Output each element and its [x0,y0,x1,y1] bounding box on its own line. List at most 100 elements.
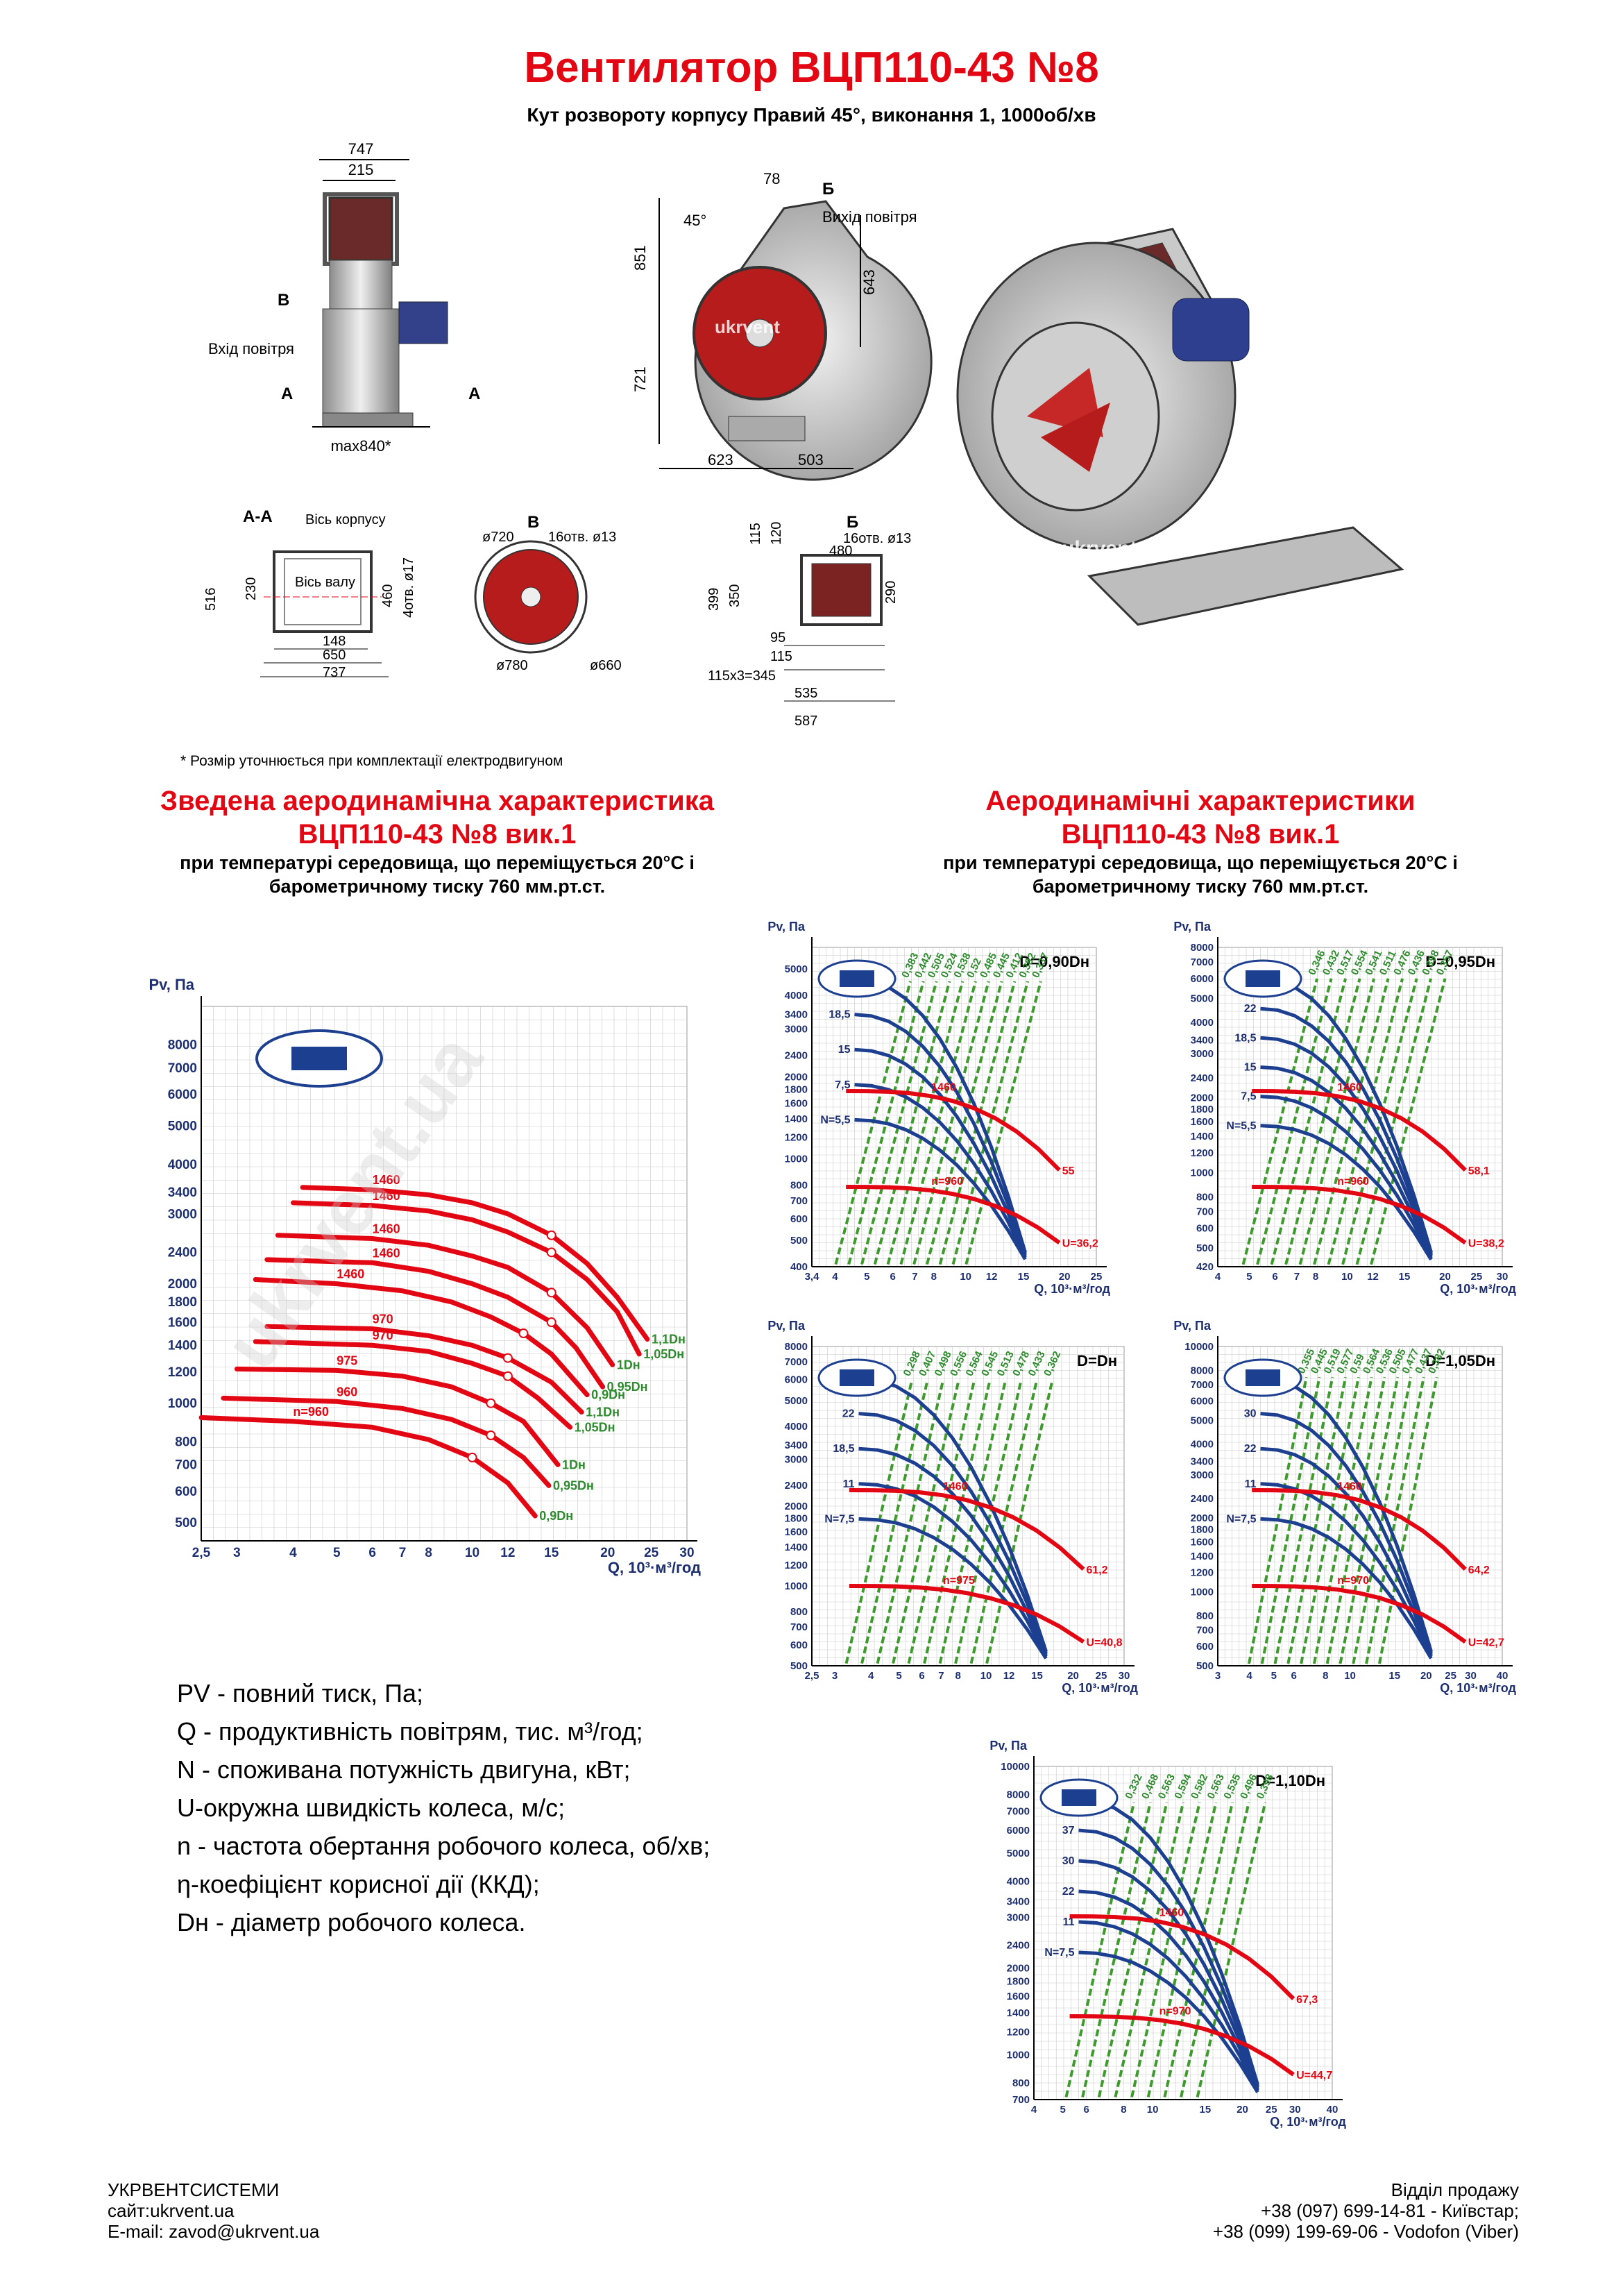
section-v [474,540,588,654]
label-b-arrow: В [278,291,289,310]
footer-email[interactable]: E-mail: zavod@ukrvent.ua [108,2221,320,2242]
x-tick-label: 15 [1388,1670,1400,1682]
rpm-curve [1069,1914,1295,2000]
y-tick-label: 7000 [1191,956,1214,968]
y-tick-label: 500 [790,1660,808,1672]
footer-phone-1[interactable]: +38 (097) 699-14-81 - Київстар; [1260,2200,1519,2221]
series-name-label: 0,9Dн [539,1509,573,1523]
y-tick-label: 10000 [1184,1341,1214,1353]
power-label: 22 [1062,1886,1075,1898]
y-tick-label: 4000 [1191,1017,1214,1029]
x-tick-label: 6 [1084,2104,1089,2116]
y-tick-label: 8000 [168,1038,197,1053]
y-tick-label: 4000 [785,1421,808,1433]
series-curve [275,1233,615,1367]
rpm-label: 1460 [943,1480,968,1492]
efficiency-line [938,1379,1008,1664]
series-rpm-label: 975 [337,1353,357,1367]
rpm-curve [849,1488,1085,1571]
peripheral-speed-label: 55 [1062,1165,1075,1177]
power-label: 11 [1063,1916,1075,1928]
power-label: 22 [842,1408,855,1420]
x-tick-label: 4 [1031,2104,1037,2116]
logo-emblem [840,970,874,987]
optimum-point [546,1317,556,1328]
fan-3d-render: ukrvent.ua [956,228,1404,626]
y-tick-label: 5000 [785,1395,808,1407]
footer-phone-2[interactable]: +38 (099) 199-69-06 - Vodofon (Viber) [1212,2221,1519,2242]
manufacturer-logo [255,1029,383,1088]
optimum-point [546,1230,556,1240]
power-label: N=5,5 [820,1114,850,1126]
series-curve [300,1185,650,1342]
power-curve [854,1117,1027,1260]
y-tick-label: 400 [790,1261,808,1273]
x-tick-label: 20 [1420,1670,1432,1682]
y-tick-label: 1200 [1007,2027,1030,2038]
y-tick-label: 2000 [1191,1512,1214,1524]
y-tick-label: 3400 [1191,1035,1214,1047]
y-tick-label: 1000 [1191,1587,1214,1598]
series-name-label: 1,1Dн [586,1405,620,1419]
y-tick-label: 2000 [168,1277,197,1292]
section-v-dims: В ø720 16отв. ø13 ø780 ø660 [482,513,622,673]
power-curve [1078,1828,1259,2087]
series-rpm-label: 1460 [337,1267,364,1281]
x-axis-label: Q, 10³·м³/год [1062,1681,1138,1695]
y-axis-label: Pv, Па [989,1739,1028,1753]
y-axis-label: Pv, Па [767,920,806,934]
footer-site[interactable]: сайт:ukrvent.ua [108,2200,235,2221]
y-tick-label: 800 [1196,1610,1214,1622]
power-label: 11 [843,1478,855,1490]
aa-label: А-А [243,507,273,526]
efficiency-line [860,981,938,1265]
y-tick-label: 700 [175,1458,197,1473]
y-tick-label: 1000 [785,1153,808,1165]
x-tick-label: 40 [1497,1670,1509,1682]
x-tick-label: 3 [1215,1670,1221,1682]
efficiency-line [844,1379,914,1664]
logo-emblem [1246,970,1280,987]
dim-643: 643 [860,269,878,295]
label-b-side: Б [822,180,834,199]
y-tick-label: 600 [1196,1222,1214,1234]
power-curve [1260,1412,1433,1654]
dim-78: 78 [763,170,780,187]
rpm-curve [846,1185,1061,1244]
optimum-point [502,1371,513,1381]
side-view [658,198,933,481]
x-tick-label: 6 [919,1670,924,1682]
efficiency-line [1355,978,1433,1265]
efficiency-line [1114,1802,1185,2097]
x-tick-label: 5 [864,1271,869,1283]
b-290: 290 [883,581,899,604]
y-tick-label: 1000 [1007,2050,1030,2061]
x-tick-label: 8 [425,1546,432,1560]
series-name-label: 1,05Dн [643,1347,684,1361]
rpm-curve [846,1089,1061,1172]
rpm-label: 1460 [931,1081,956,1093]
b-350: 350 [727,584,742,607]
y-tick-label: 2400 [785,1050,808,1062]
rpm-label: n=960 [931,1176,963,1188]
y-tick-label: 500 [175,1516,197,1530]
aa-holes: 4отв. ø17 [401,557,416,618]
x-tick-label: 10 [1147,2104,1159,2116]
efficiency-line [1284,978,1361,1265]
y-tick-label: 1000 [168,1396,197,1411]
y-tick-label: 5000 [168,1119,197,1133]
power-curve [858,1446,1048,1656]
right-title-1: Аеродинамічні характеристики [985,786,1416,816]
series-name-label: 0,95Dн [553,1478,594,1492]
rpm-curve [1252,1089,1467,1172]
x-tick-label: 30 [1465,1670,1477,1682]
y-tick-label: 8000 [785,1341,808,1353]
logo-emblem [1246,1369,1280,1386]
legend-q: Q - продуктивність повітрям, тис. м³/год… [177,1717,643,1746]
y-tick-label: 1600 [1007,1991,1030,2002]
chart-title: D=1,05Dн [1425,1352,1495,1369]
y-tick-label: 3400 [785,1008,808,1020]
watermark-side: ukrvent [715,316,780,337]
